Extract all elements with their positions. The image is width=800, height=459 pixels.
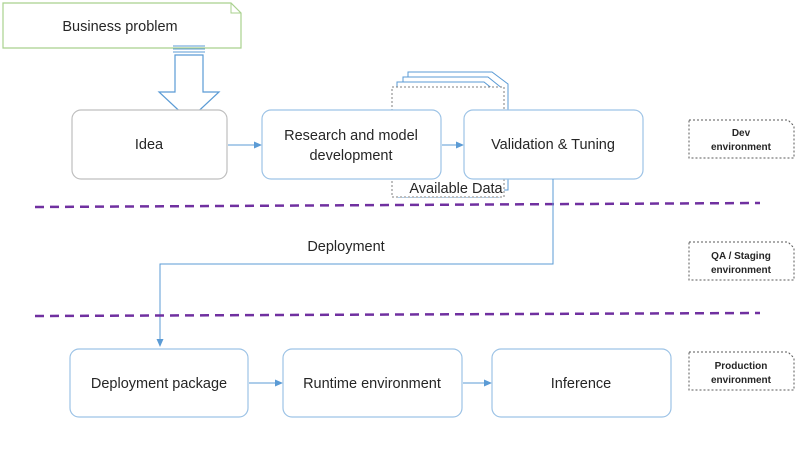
block-arrow-down xyxy=(157,45,221,121)
divider-dev-qa xyxy=(34,201,761,209)
deployment-package-label: Deployment package xyxy=(91,376,227,392)
deployment-package-box: Deployment package xyxy=(69,348,249,418)
dev-environment-label-box: Dev environment xyxy=(688,119,795,159)
runtime-environment-box: Runtime environment xyxy=(282,348,463,418)
qa-env-line1: QA / Staging xyxy=(711,251,771,262)
available-data-label: Available Data xyxy=(409,181,503,197)
dev-env-line1: Dev xyxy=(732,128,751,139)
business-problem-label: Business problem xyxy=(62,19,177,35)
dev-env-line2: environment xyxy=(711,142,772,153)
business-problem-box: Business problem xyxy=(2,2,242,49)
qa-env-line2: environment xyxy=(711,265,772,276)
idea-box: Idea xyxy=(71,109,228,180)
validation-label: Validation & Tuning xyxy=(491,137,615,153)
production-environment-label-box: Production environment xyxy=(688,351,795,391)
validation-box: Validation & Tuning xyxy=(463,109,644,180)
divider-qa-production xyxy=(34,311,761,318)
deployment-label: Deployment xyxy=(307,239,384,255)
inference-box: Inference xyxy=(491,348,672,418)
runtime-environment-label: Runtime environment xyxy=(303,376,441,392)
production-env-line1: Production xyxy=(715,361,768,372)
inference-label: Inference xyxy=(551,376,611,392)
research-box: Research and model development xyxy=(261,109,442,180)
idea-label: Idea xyxy=(135,137,164,153)
research-label-line2: development xyxy=(309,148,392,164)
deployment-connector xyxy=(156,179,554,347)
production-env-line2: environment xyxy=(711,375,772,386)
research-label-line1: Research and model xyxy=(284,128,418,144)
qa-environment-label-box: QA / Staging environment xyxy=(688,241,795,281)
